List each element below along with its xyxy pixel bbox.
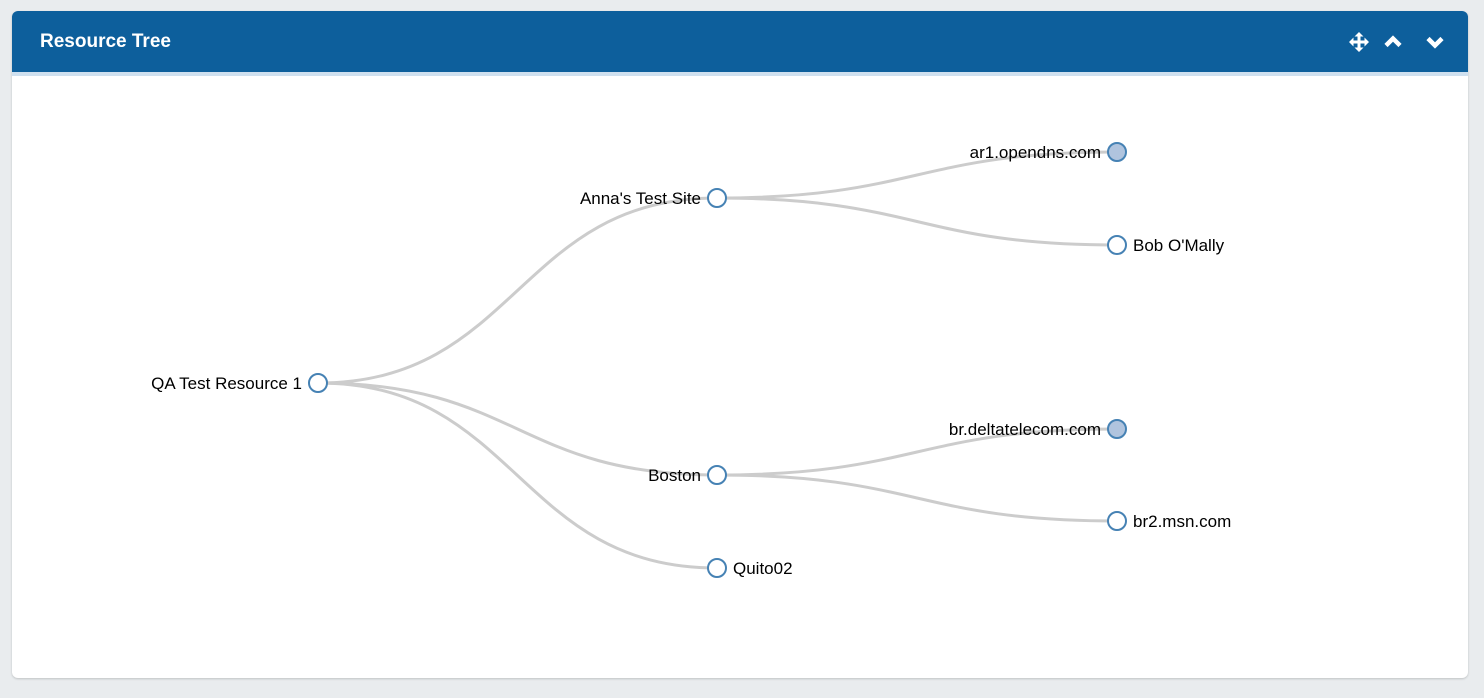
node-circle[interactable]: [1107, 419, 1127, 439]
tree-link: [317, 381, 718, 477]
chevron-up-icon[interactable]: [1382, 31, 1404, 53]
tree-link: [317, 381, 718, 570]
panel-header-actions: [1348, 31, 1446, 53]
tree-link: [716, 427, 1118, 477]
tree-node-anna[interactable]: Anna's Test Site: [580, 188, 727, 208]
tree-link: [317, 196, 718, 385]
chevron-down-icon[interactable]: [1424, 31, 1446, 53]
node-circle[interactable]: [1107, 235, 1127, 255]
node-label: Bob O'Mally: [1133, 236, 1225, 255]
node-label: br.deltatelecom.com: [949, 420, 1101, 439]
tree-node-quito[interactable]: Quito02: [707, 558, 793, 578]
tree-node-br2[interactable]: br2.msn.com: [1107, 511, 1231, 531]
node-circle[interactable]: [707, 465, 727, 485]
node-label: br2.msn.com: [1133, 512, 1231, 531]
panel-header: Resource Tree: [12, 11, 1468, 76]
node-circle[interactable]: [707, 558, 727, 578]
tree-link: [716, 196, 1118, 247]
panel-title: Resource Tree: [40, 30, 171, 52]
node-label: QA Test Resource 1: [151, 374, 302, 393]
tree-node-brdelta[interactable]: br.deltatelecom.com: [949, 419, 1127, 439]
move-icon[interactable]: [1348, 31, 1370, 53]
node-label: ar1.opendns.com: [970, 143, 1101, 162]
tree-node-boston[interactable]: Boston: [648, 465, 727, 485]
tree-link: [716, 150, 1118, 200]
node-label: Boston: [648, 466, 701, 485]
node-circle[interactable]: [707, 188, 727, 208]
node-circle[interactable]: [1107, 142, 1127, 162]
node-label: Quito02: [733, 559, 793, 578]
tree-link: [716, 473, 1118, 523]
node-circle[interactable]: [1107, 511, 1127, 531]
node-label: Anna's Test Site: [580, 189, 701, 208]
resource-tree-panel: Resource Tree: [12, 11, 1468, 678]
resource-tree-diagram: QA Test Resource 1 Anna's Test Site ar1.op…: [151, 142, 1231, 578]
tree-node-root[interactable]: QA Test Resource 1: [151, 373, 328, 393]
tree-canvas: QA Test Resource 1 Anna's Test Site ar1.op…: [12, 76, 1468, 674]
tree-node-bob[interactable]: Bob O'Mally: [1107, 235, 1225, 255]
node-circle[interactable]: [308, 373, 328, 393]
tree-node-ar1[interactable]: ar1.opendns.com: [970, 142, 1127, 162]
